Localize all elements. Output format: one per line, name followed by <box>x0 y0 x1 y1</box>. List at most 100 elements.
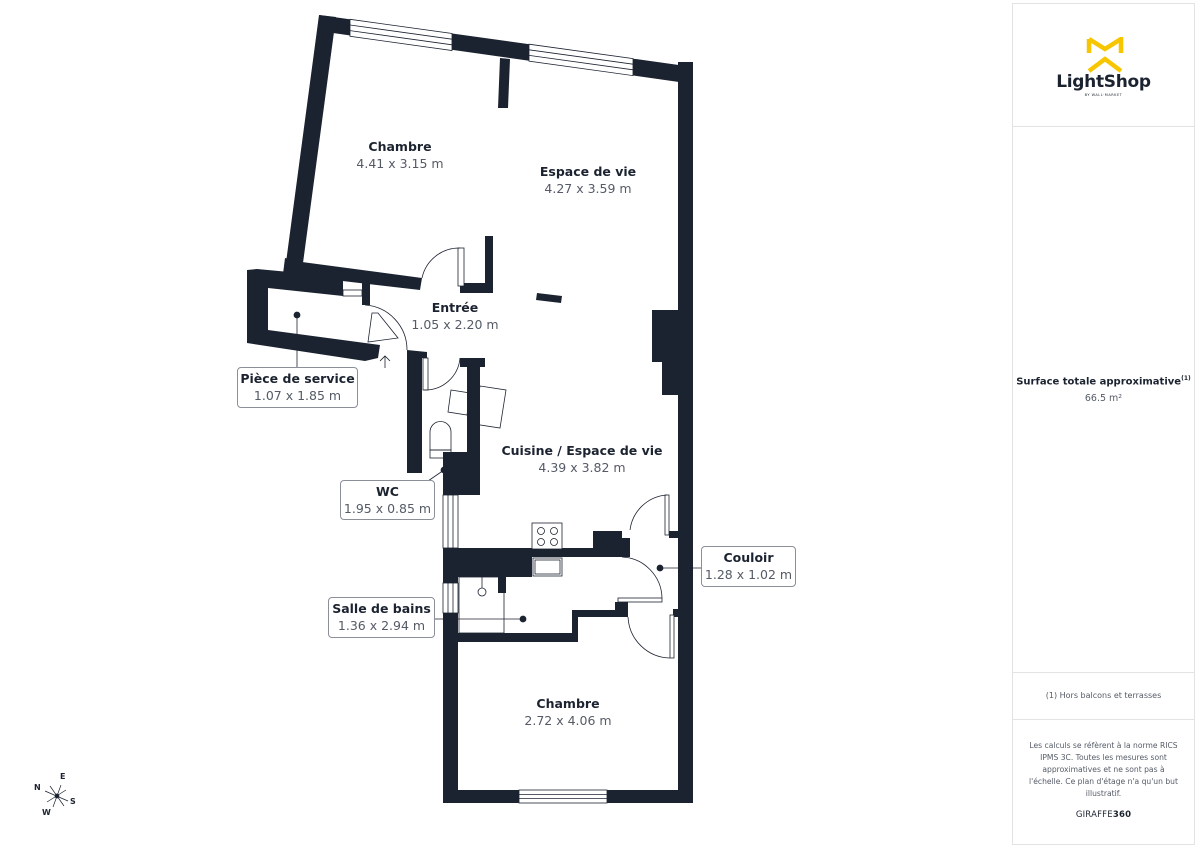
credit-suffix: 360 <box>1112 810 1132 820</box>
surface-title: Surface totale approximative(1) <box>1013 375 1194 387</box>
shower <box>458 576 505 634</box>
credit: GIRAFFE360 <box>1013 810 1194 820</box>
room-dims: 1.07 x 1.85 m <box>253 388 342 403</box>
compass-e: E <box>60 772 66 781</box>
wall-kitchen-corner <box>593 531 630 557</box>
room-name: Chambre <box>536 696 600 711</box>
room-dims: 1.28 x 1.02 m <box>704 567 793 582</box>
wc-cabinet <box>473 385 507 429</box>
room-name: Chambre <box>368 139 432 154</box>
callout-couloir: Couloir 1.28 x 1.02 m <box>701 546 796 587</box>
door-bath-arc <box>621 556 663 599</box>
room-dims: 4.39 x 3.82 m <box>538 460 626 475</box>
door-bath-panel <box>617 597 663 603</box>
room-dims: 1.36 x 2.94 m <box>337 618 426 633</box>
surface-block: Surface totale approximative(1) 66.5 m² <box>1013 375 1194 404</box>
info-panel: LightShop BY WALL·MARKET Surface totale … <box>1012 3 1195 845</box>
room-cuisine: Cuisine / Espace de vie 4.39 x 3.82 m <box>501 442 662 476</box>
callout-piece-de-service: Pièce de service 1.07 x 1.85 m <box>237 367 358 408</box>
surface-title-text: Surface totale approximative <box>1016 376 1182 388</box>
wall-right-bump <box>652 310 678 395</box>
wall-bath-stub <box>498 577 506 593</box>
disclaimer: Les calculs se réfèrent à la norme RICS … <box>1029 741 1178 798</box>
compass-s: S <box>70 797 76 806</box>
disclaimer-section: Les calculs se réfèrent à la norme RICS … <box>1013 720 1194 844</box>
callout-salle-de-bains: Salle de bains 1.36 x 2.94 m <box>328 597 435 638</box>
window-top-2 <box>528 43 634 77</box>
footnote-section: (1) Hors balcons et terrasses <box>1013 673 1194 720</box>
room-name: Cuisine / Espace de vie <box>501 443 663 458</box>
room-name: Espace de vie <box>539 164 637 179</box>
wall-couloir-stub-1 <box>669 531 678 538</box>
door-entry-arc <box>364 304 408 351</box>
room-chambre-2: Chambre 2.72 x 4.06 m <box>524 695 611 729</box>
doors <box>364 247 675 659</box>
window-bottom <box>518 789 608 804</box>
room-name: Couloir <box>723 550 774 565</box>
footnote: (1) Hors balcons et terrasses <box>1045 691 1162 700</box>
door-chambre2-arc <box>627 616 671 659</box>
windows <box>342 18 634 804</box>
stove <box>531 522 563 550</box>
callout-wc: WC 1.95 x 0.85 m <box>340 480 435 520</box>
lightshop-logo-icon <box>1086 37 1124 73</box>
wall-partition-top <box>498 58 510 108</box>
room-name: Salle de bains <box>332 601 431 616</box>
wall-wc-left <box>407 350 427 473</box>
wall-left-mid <box>443 548 458 583</box>
wall-service-room <box>247 269 380 361</box>
room-espace-de-vie: Espace de vie 4.27 x 3.59 m <box>540 163 636 197</box>
compass-icon <box>44 784 69 808</box>
room-dims: 1.05 x 2.20 m <box>411 317 499 332</box>
wall-couloir-stub-2 <box>673 609 678 617</box>
window-top-1 <box>349 18 453 51</box>
room-dims: 4.27 x 3.59 m <box>544 181 632 196</box>
logo-tagline: BY WALL·MARKET <box>1084 93 1123 97</box>
door-chambre-panel <box>457 247 465 287</box>
entry-arrow-icon <box>379 355 391 368</box>
floor-plan <box>44 15 701 808</box>
room-dims: 1.95 x 0.85 m <box>343 501 432 516</box>
credit-prefix: GIRAFFE <box>1075 810 1113 820</box>
room-name: Pièce de service <box>240 371 355 386</box>
wall-service-stub <box>362 277 370 305</box>
door-chambre2-panel <box>669 614 675 659</box>
footnote-mark: (1) <box>1181 375 1191 382</box>
room-chambre-1: Chambre 4.41 x 3.15 m <box>356 138 443 172</box>
surface-value: 66.5 m² <box>1084 393 1123 405</box>
room-dims: 2.72 x 4.06 m <box>524 713 612 728</box>
callout-leaders <box>293 311 701 623</box>
logo-section: LightShop BY WALL·MARKET <box>1013 4 1194 127</box>
room-name: Entrée <box>431 300 479 315</box>
wall-bath-bottom <box>458 602 628 642</box>
compass-w: W <box>42 808 51 817</box>
wall-stub-espace <box>485 236 493 293</box>
window-left-lower <box>442 582 459 614</box>
wall-wc-bottom-block <box>443 452 480 495</box>
window-left-upper <box>442 494 459 549</box>
beam <box>536 293 562 303</box>
door-chambre-arc <box>421 247 461 279</box>
logo-name: LightShop <box>1056 72 1151 92</box>
walls <box>247 15 693 803</box>
door-wc-panel <box>422 357 429 391</box>
wall-chambre-left <box>285 15 336 270</box>
door-couloir-arc <box>629 494 668 531</box>
wall-stub-espace-foot <box>460 283 493 293</box>
wall-kitchen-bottom <box>443 548 622 557</box>
room-name: WC <box>376 484 399 499</box>
wall-left-lower <box>443 613 458 803</box>
door-service-panel <box>367 312 399 343</box>
window-service <box>342 289 363 297</box>
toilet <box>429 421 452 451</box>
door-wc-arc <box>423 357 461 391</box>
kitchen-sink <box>532 557 563 577</box>
wall-right <box>678 62 693 803</box>
door-couloir-panel <box>664 494 670 536</box>
compass-n: N <box>34 783 41 792</box>
wall-wc-right <box>467 358 480 454</box>
room-entree: Entrée 1.05 x 2.20 m <box>411 299 498 333</box>
surface-section: Surface totale approximative(1) 66.5 m² <box>1013 127 1194 673</box>
room-dims: 4.41 x 3.15 m <box>356 156 444 171</box>
wall-chambre-bottom <box>283 258 422 290</box>
